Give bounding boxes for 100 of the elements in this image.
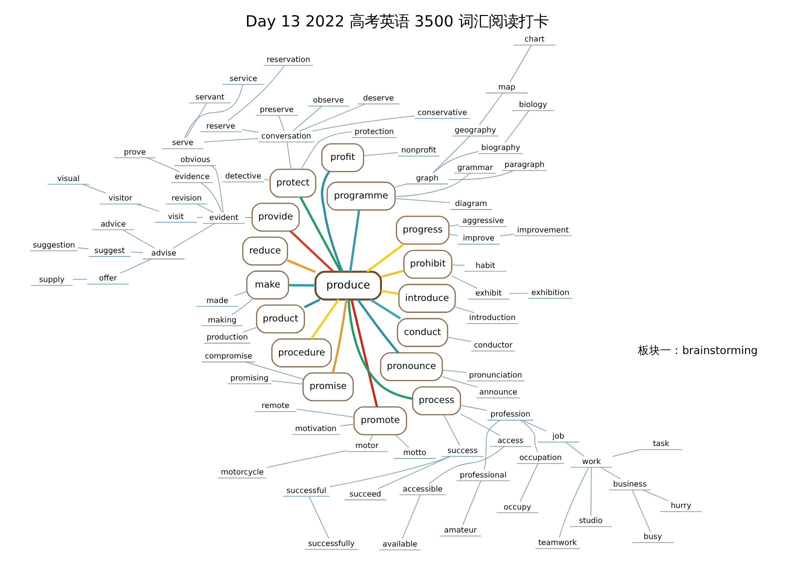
connector [290,230,334,272]
node-text: studio [578,516,603,526]
node-text: teamwork [538,538,577,548]
connector [380,270,404,278]
connector [329,456,451,488]
node-text: geography [454,126,496,135]
node-box: conduct [396,318,448,347]
node-text: exhibition [531,288,570,297]
node-text: service [230,74,258,83]
node-text: task [653,439,670,448]
node-text: made [206,296,228,305]
node-text: success [448,446,478,455]
connector [204,138,259,142]
connector [288,284,316,287]
connector [612,449,641,457]
node-text: visit [168,212,184,221]
node-text: preserve [260,104,294,114]
node-text: hurry [670,501,692,510]
node-text: amateur [444,525,477,534]
connector [296,408,354,418]
connector [642,490,669,502]
node-text: reserve [206,121,236,130]
connector [394,184,408,188]
node-text: succeed [349,489,382,498]
connector [264,178,270,180]
node-box: promote [354,406,408,436]
connector [442,370,467,373]
node-text: conductor [474,340,513,350]
connector [447,336,472,342]
connector [82,184,107,194]
node-text: revision [172,194,202,203]
node-text: observe [313,96,344,105]
node-text: busy [644,532,662,542]
connector [394,173,470,198]
node-text: introduction [469,313,516,322]
node-text: serve [172,138,194,148]
node-text: evidence [174,172,210,182]
connector [462,480,482,526]
node-text: obvious [180,155,210,164]
connector [394,198,450,203]
connector [292,106,322,132]
connector [196,204,214,213]
connector [600,466,622,480]
connector [363,152,398,156]
node-box: promise [302,372,354,402]
connector [130,252,144,253]
node-text: suggestion [32,240,76,250]
connector [200,182,222,213]
node-text: graph [416,173,439,182]
connector [460,414,501,436]
node-text: motor [355,441,378,450]
node-text: production [206,332,248,342]
node-box: provide [252,202,300,232]
connector [484,420,500,470]
node-text: detective [225,171,262,180]
node-text: profession [490,410,530,419]
connector [394,434,410,448]
connector [147,157,180,172]
connector [565,442,585,457]
node-box: process [412,386,462,416]
node-text: occupation [519,452,562,462]
node-text: improvement [517,225,569,234]
node-text: advice [100,219,126,228]
connector [428,446,505,484]
node-text: deserve [363,93,394,102]
connector [432,151,480,174]
node-text: servant [195,92,224,102]
connector [366,243,405,273]
node-text: announce [479,387,518,396]
connector [228,65,285,122]
connector [369,434,374,442]
node-text: prove [124,147,146,156]
node-box: protect [270,168,316,198]
connector [286,142,292,170]
connector [347,300,413,400]
connector [349,210,360,272]
node-text: motto [403,448,426,457]
node-text: conservative [418,108,468,117]
node-text: improve [462,234,494,243]
connector [558,467,589,538]
connector [370,298,402,320]
connector [271,380,304,384]
diagram-title: Day 13 2022 高考英语 3500 词汇阅读打卡 [246,12,548,31]
node-text: motorcycle [220,468,264,477]
connector [504,110,530,143]
connector [510,44,532,82]
node-text: conversation [261,132,312,141]
connector [632,490,651,532]
node-text: occupy [504,502,532,512]
node-text: making [208,315,236,324]
connector [332,299,348,373]
node-text: supply [39,274,65,284]
connector [245,362,304,380]
connector [452,264,465,266]
connector [196,217,204,218]
node-box: pronounce [380,352,443,382]
node-text: visitor [108,194,132,203]
node-text: exhibit [475,288,502,298]
node-text: successful [286,486,326,495]
connector [455,306,475,314]
